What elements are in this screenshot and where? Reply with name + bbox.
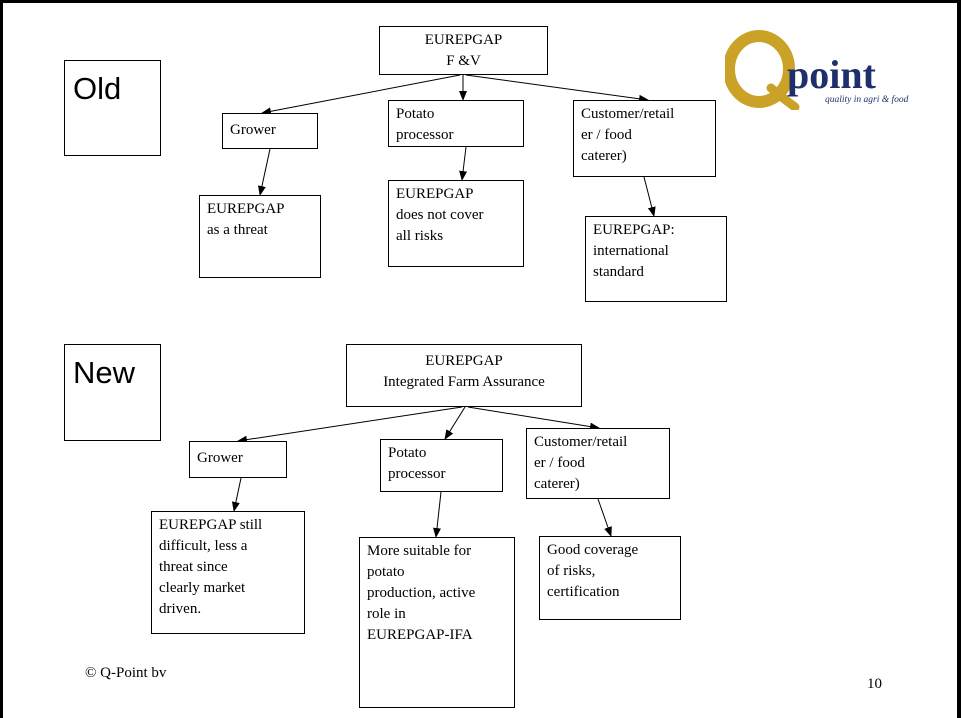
old-root-node: EUREPGAP F &V bbox=[379, 26, 548, 75]
old-grower-node: Grower bbox=[222, 113, 318, 149]
slide-border-top bbox=[0, 0, 961, 3]
new-section-label: New bbox=[64, 344, 161, 441]
logo-wordmark: point bbox=[787, 52, 877, 97]
new-customer-view: Good coverage of risks, certification bbox=[539, 536, 681, 620]
slide-border-left bbox=[0, 0, 3, 718]
arrow-old-root-to-grower bbox=[261, 74, 461, 116]
old-grower-view: EUREPGAP as a threat bbox=[199, 195, 321, 278]
old-processor-node: Potato processor bbox=[388, 100, 524, 147]
arrow-old-root-to-customer bbox=[465, 74, 649, 103]
new-customer-node: Customer/retail er / food caterer) bbox=[526, 428, 670, 499]
arrow-new-processor-to-view bbox=[433, 491, 442, 538]
qpoint-logo: point quality in agri & food bbox=[725, 30, 909, 110]
arrow-new-root-to-customer bbox=[467, 406, 600, 431]
old-customer-view: EUREPGAP: international standard bbox=[585, 216, 727, 302]
new-root-node: EUREPGAP Integrated Farm Assurance bbox=[346, 344, 582, 407]
new-processor-node: Potato processor bbox=[380, 439, 503, 492]
new-grower-node: Grower bbox=[189, 441, 287, 478]
logo-tagline: quality in agri & food bbox=[825, 94, 909, 105]
arrow-old-grower-to-view bbox=[258, 148, 271, 196]
arrow-new-root-to-processor bbox=[444, 406, 466, 440]
new-grower-view: EUREPGAP still difficult, less a threat … bbox=[151, 511, 305, 634]
logo-q-ring bbox=[725, 30, 795, 108]
logo-q-tail bbox=[766, 83, 800, 110]
old-section-label: Old bbox=[64, 60, 161, 156]
copyright-text: © Q-Point bv bbox=[85, 665, 167, 681]
old-customer-node: Customer/retail er / food caterer) bbox=[573, 100, 716, 177]
arrow-new-root-to-grower bbox=[237, 406, 463, 444]
old-processor-view: EUREPGAP does not cover all risks bbox=[388, 180, 524, 267]
page-number: 10 bbox=[867, 676, 882, 692]
new-processor-view: More suitable for potato production, act… bbox=[359, 537, 515, 708]
arrow-old-processor-to-view bbox=[459, 146, 468, 181]
arrow-new-grower-to-view bbox=[231, 477, 242, 512]
slide-border-right bbox=[957, 0, 961, 718]
arrow-old-customer-to-view bbox=[643, 176, 656, 217]
arrow-new-customer-to-view bbox=[597, 498, 612, 537]
